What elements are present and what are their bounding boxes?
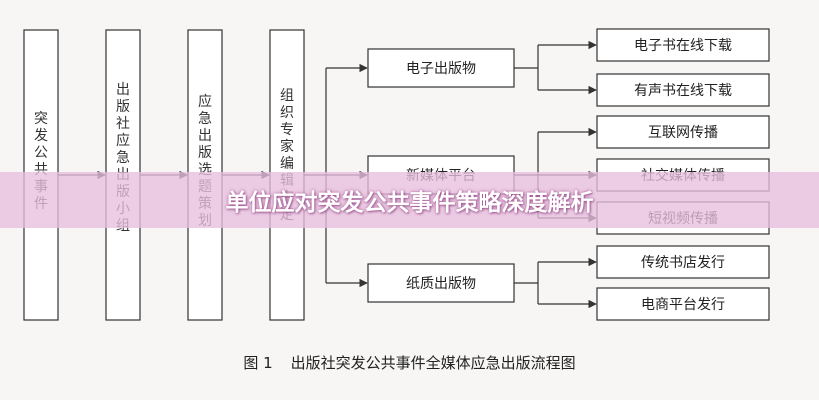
channel-box-audiobook-download [596, 73, 770, 107]
title-banner: 单位应对突发公共事件策略深度解析 [0, 172, 819, 228]
channel-label-ebook-download: 电子书在线下载 [634, 38, 732, 54]
stage-char: 编 [280, 156, 294, 172]
banner-title: 单位应对突发公共事件策略深度解析 [225, 190, 594, 216]
figure-caption: 图 1 出版社突发公共事件全媒体应急出版流程图 [0, 352, 819, 373]
stage-char: 急 [198, 111, 212, 127]
stage-char: 版 [116, 99, 130, 115]
stage-char: 社 [116, 116, 130, 132]
stage-char: 版 [198, 145, 212, 161]
stage-char: 家 [280, 139, 294, 155]
category-label-paper: 纸质出版物 [406, 276, 476, 292]
stage-char: 织 [280, 105, 294, 121]
stage-char: 组 [280, 88, 294, 104]
channel-label-ecommerce-distribution: 电商平台发行 [641, 297, 725, 313]
stage-char: 发 [34, 128, 48, 144]
figure-number: 图 1 [243, 354, 273, 372]
channel-label-audiobook-download: 有声书在线下载 [634, 83, 732, 99]
stage-char: 应 [116, 133, 130, 149]
channel-label-internet-spread: 互联网传播 [648, 125, 718, 141]
stage-char: 出 [116, 82, 130, 98]
stage-char: 专 [280, 122, 294, 138]
channel-box-ebook-download [596, 28, 770, 62]
category-box-paper [367, 263, 515, 303]
channel-box-ecommerce-distribution [596, 287, 770, 321]
stage-char: 突 [34, 111, 48, 127]
figure-caption-text: 出版社突发公共事件全媒体应急出版流程图 [290, 354, 576, 372]
stage-char: 应 [198, 94, 212, 110]
channel-label-bookstore-distribution: 传统书店发行 [641, 255, 725, 271]
category-label-electronic: 电子出版物 [406, 61, 476, 77]
channel-box-bookstore-distribution [596, 245, 770, 279]
stage-char: 急 [116, 150, 130, 166]
channel-box-internet-spread [596, 115, 770, 149]
stage-char: 出 [198, 128, 212, 144]
stage-char: 公 [34, 145, 48, 161]
